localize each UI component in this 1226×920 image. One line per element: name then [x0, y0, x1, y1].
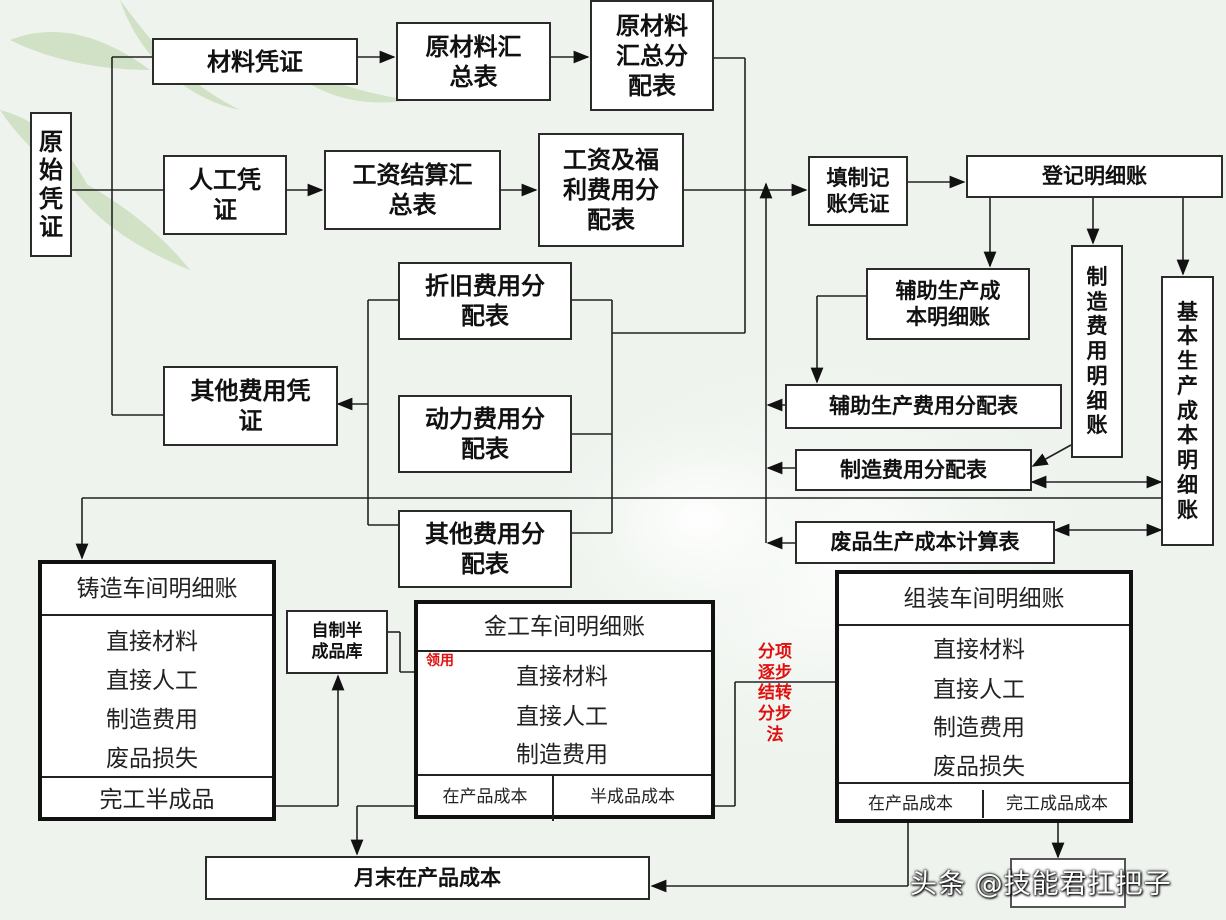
vertical-char: 账 — [1177, 497, 1198, 522]
finished-goods-box — [1010, 858, 1126, 908]
assembly-wip-cost: 在产品成本 — [868, 794, 953, 814]
casting-ledger: 铸造车间明细账 直接材料 直接人工 制造费用 废品损失 完工半成品 — [38, 560, 276, 821]
material-voucher-box: 材料凭证 — [152, 38, 358, 85]
assembly-item-overhead: 制造费用 — [933, 715, 1025, 741]
vertical-char: 用 — [1086, 339, 1108, 364]
machining-ledger: 金工车间明细账 直接材料 直接人工 制造费用 在产品成本 半成品成本 — [414, 600, 715, 821]
fill-voucher-box: 填制记 账凭证 — [808, 156, 908, 226]
power-allocation-box: 动力费用分 配表 — [398, 395, 572, 473]
casting-item-overhead: 制造费用 — [106, 707, 198, 733]
scrap-calculation-box: 废品生产成本计算表 — [795, 521, 1055, 564]
assembly-item-scrap-loss: 废品损失 — [933, 754, 1025, 780]
vertical-char: 明 — [1177, 448, 1198, 473]
overhead-ledger-label: 制造费用明细账 — [1087, 265, 1108, 438]
vertical-char: 基 — [1177, 299, 1198, 324]
assembly-footer-divider — [982, 790, 984, 818]
vertical-char: 细 — [1086, 388, 1108, 413]
casting-ledger-footer: 完工半成品 — [42, 776, 272, 823]
casting-item-direct-labor: 直接人工 — [106, 668, 198, 694]
wage-settlement-box: 工资结算汇 总表 — [324, 150, 501, 230]
casting-item-direct-materials: 直接材料 — [106, 629, 198, 655]
vertical-char: 原 — [39, 127, 63, 156]
vertical-char: 本 — [1177, 423, 1198, 448]
vertical-char: 明 — [1086, 363, 1108, 388]
other-expense-voucher-box: 其他费用凭 证 — [163, 366, 338, 446]
machining-item-direct-materials: 直接材料 — [516, 664, 608, 690]
machining-semi-cost: 半成品成本 — [590, 787, 675, 807]
original-voucher-box: 原始凭证 — [30, 112, 72, 257]
machining-ledger-footer: 在产品成本 半成品成本 — [418, 774, 711, 821]
vertical-char: 产 — [1177, 373, 1198, 398]
vertical-char: 账 — [1086, 413, 1108, 438]
machining-item-overhead: 制造费用 — [516, 742, 608, 768]
auxiliary-ledger-box: 辅助生产成 本明细账 — [866, 268, 1030, 340]
vertical-char: 细 — [1177, 472, 1198, 497]
labor-voucher-box: 人工凭 证 — [163, 155, 287, 235]
overhead-allocation-box: 制造费用分配表 — [795, 449, 1032, 491]
vertical-char: 本 — [1177, 324, 1198, 349]
other-allocation-box: 其他费用分 配表 — [398, 510, 572, 588]
wage-welfare-allocation-box: 工资及福 利费用分 配表 — [538, 133, 684, 247]
vertical-char: 成 — [1177, 398, 1198, 423]
basic-production-ledger-label: 基本生产成本明细账 — [1177, 300, 1198, 523]
vertical-char: 证 — [39, 212, 63, 241]
casting-item-scrap-loss: 废品损失 — [106, 746, 198, 772]
machining-ledger-title: 金工车间明细账 — [418, 604, 711, 652]
assembly-item-direct-materials: 直接材料 — [933, 637, 1025, 663]
assembly-finished-cost: 完工成品成本 — [1006, 794, 1108, 814]
raw-material-summary-box: 原材料汇 总表 — [396, 22, 551, 101]
watermark: 头条 @技能君扛把子 — [910, 869, 1172, 900]
depreciation-allocation-box: 折旧费用分 配表 — [398, 262, 572, 340]
vertical-char: 凭 — [39, 184, 63, 213]
vertical-char: 生 — [1177, 349, 1198, 374]
requisition-label: 领用 — [426, 653, 454, 669]
raw-material-allocation-box: 原材料 汇总分 配表 — [590, 0, 714, 111]
vertical-char: 始 — [39, 156, 63, 185]
register-ledger-box: 登记明细账 — [966, 155, 1223, 198]
overhead-ledger-box: 制造费用明细账 — [1071, 245, 1123, 458]
casting-ledger-title: 铸造车间明细账 — [42, 564, 272, 616]
auxiliary-allocation-box: 辅助生产费用分配表 — [785, 384, 1062, 429]
machining-item-direct-labor: 直接人工 — [516, 704, 608, 730]
vertical-char: 费 — [1086, 314, 1108, 339]
original-voucher-label: 原始凭证 — [39, 128, 63, 241]
machining-wip-cost: 在产品成本 — [418, 776, 554, 821]
assembly-ledger: 组装车间明细账 直接材料 直接人工 制造费用 废品损失 在产品成本 完工成品成本 — [835, 570, 1133, 823]
assembly-ledger-footer: 在产品成本 完工成品成本 — [839, 782, 1129, 825]
assembly-ledger-title: 组装车间明细账 — [839, 574, 1129, 626]
semi-finished-store-box: 自制半 成品库 — [286, 610, 388, 674]
method-label: 分项 逐步 结转 分步 法 — [758, 642, 792, 745]
vertical-char: 制 — [1086, 264, 1108, 289]
assembly-item-direct-labor: 直接人工 — [933, 677, 1025, 703]
month-end-wip-box: 月末在产品成本 — [205, 856, 650, 900]
basic-production-ledger-box: 基本生产成本明细账 — [1161, 276, 1214, 546]
vertical-char: 造 — [1086, 289, 1108, 314]
